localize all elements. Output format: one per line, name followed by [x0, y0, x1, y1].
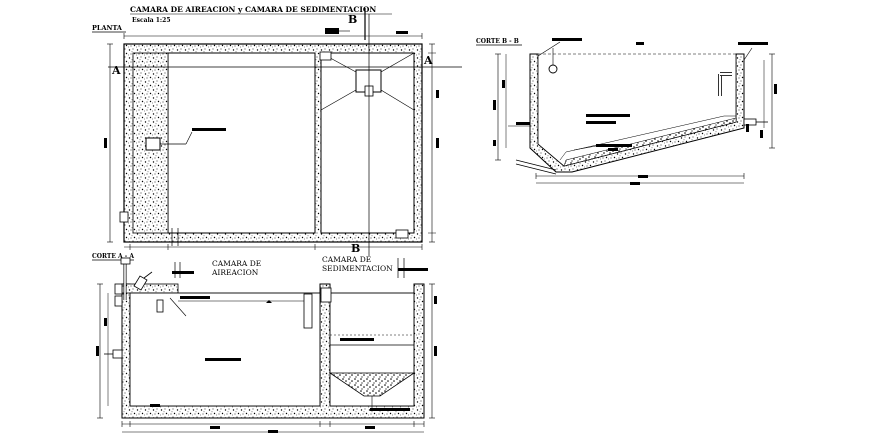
plan-inlet-box — [319, 51, 332, 61]
section-aa-sludge-hopper — [328, 372, 416, 397]
section-bb-inlet-pipe — [548, 64, 558, 74]
plan-title: PLANTA — [92, 24, 123, 32]
section-aa-title: CORTE A - A — [92, 253, 134, 260]
cut-b-top-label: B — [348, 13, 357, 26]
drawing-header: CAMARA DE AIREACION y CAMARA DE SEDIMENT… — [130, 5, 392, 24]
section-bb-title: CORTE B - B — [476, 38, 519, 45]
drawing-title: CAMARA DE AIREACION y CAMARA DE SEDIMENT… — [130, 5, 376, 14]
plan-diffuser — [145, 137, 161, 151]
aeration-note-bar — [205, 358, 241, 361]
plan-view: PLANTA A A — [92, 8, 462, 256]
cut-b-bottom-label: B — [351, 242, 360, 255]
section-bb: CORTE B - B — [476, 38, 777, 185]
cut-a-right-label: A — [423, 54, 433, 67]
cut-a-left-label: A — [111, 64, 121, 77]
plan-aeration-chamber — [167, 52, 316, 234]
drawing-scale: Escala 1:25 — [132, 17, 171, 24]
section-bb-note-bar — [586, 114, 630, 117]
